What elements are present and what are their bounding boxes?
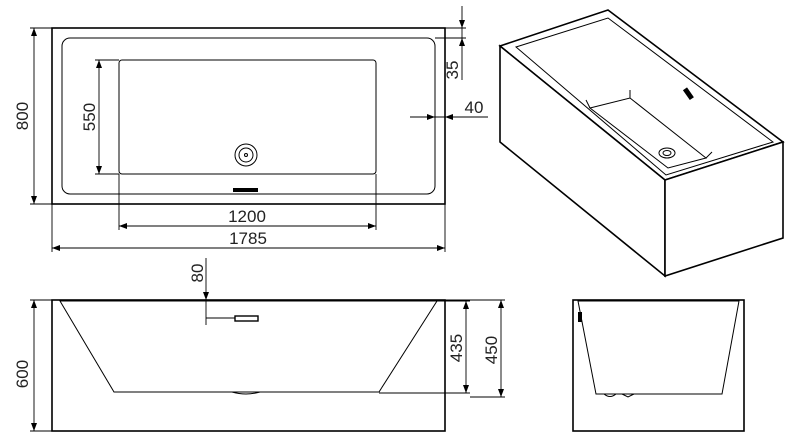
dimension-inner-height-435 [379,300,470,394]
front-overflow-icon [234,315,259,322]
dimension-label-width-total: 1785 [229,229,267,248]
isometric-view [498,9,785,278]
side-view [572,299,745,432]
dimension-height-total [30,299,52,432]
top-view-inner-basin [61,37,436,195]
dimension-label-overflow-offset: 80 [188,264,207,283]
side-view-inner-profile [577,300,740,395]
dimension-inner-length [118,174,377,230]
iso-drain-icon [658,147,676,159]
dimension-width-total [51,204,446,252]
dimension-rim-side [410,114,488,120]
drain-icon [234,143,258,167]
dimension-inner-height-450 [445,299,505,398]
dimension-inner-width [95,59,119,175]
dimension-overflow-offset [203,258,235,325]
front-view-outer [51,299,446,432]
dimension-label-inner-width: 550 [80,103,99,131]
side-view-outer [572,299,745,432]
dimension-depth-total [30,27,52,205]
dimension-label-rim-top: 35 [443,61,462,80]
top-view-bottom-panel [118,59,377,175]
dimension-label-height-total: 600 [13,360,32,388]
dimension-label-inner-length: 1200 [228,207,266,226]
dimension-rim-top [435,6,466,80]
front-view-inner-profile [59,300,438,393]
front-view: 80 600 435 450 [13,258,505,432]
top-view: 1200 1785 800 550 [13,6,488,252]
dimension-label-rim-side: 40 [465,98,484,117]
dimension-label-inner-height-435: 435 [447,334,466,362]
dimension-label-inner-height-450: 450 [482,336,501,364]
dimension-label-depth-total: 800 [13,102,32,130]
top-view-outer-rim [51,27,446,205]
iso-inner-rim [514,17,775,176]
iso-right-face [664,140,784,278]
overflow-icon [233,188,258,192]
iso-overflow-icon [682,87,694,101]
side-overflow-icon [578,312,582,322]
